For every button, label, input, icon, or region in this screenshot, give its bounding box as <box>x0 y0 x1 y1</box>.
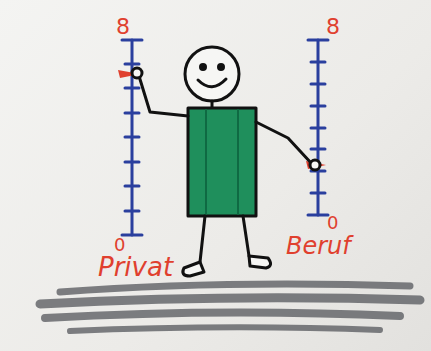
foot <box>249 256 271 268</box>
scale-tick <box>311 192 325 195</box>
scale-tick <box>125 136 139 139</box>
scale-tick <box>125 87 139 90</box>
body-shading <box>237 110 239 214</box>
scale-tick <box>125 210 139 213</box>
hand <box>310 160 320 170</box>
scale-title: Beruf <box>286 234 351 258</box>
shadow-stroke <box>70 327 380 331</box>
scale-tick <box>125 112 139 115</box>
body <box>188 108 256 216</box>
scale-tick <box>122 39 142 42</box>
smile <box>198 79 226 87</box>
left-leg <box>200 216 205 262</box>
hand <box>132 68 142 78</box>
right-arm <box>256 122 312 164</box>
shadow-stroke <box>40 298 420 304</box>
scale-tick <box>125 185 139 188</box>
left-arm <box>139 76 188 116</box>
scale-tick <box>311 83 325 86</box>
scale-title: Privat <box>98 254 173 280</box>
shadow-stroke <box>60 284 410 292</box>
foot <box>183 262 204 276</box>
right-leg <box>243 216 249 256</box>
scale-tick <box>308 214 328 217</box>
scale-value: 0 <box>114 236 125 254</box>
scale-value: 8 <box>116 16 130 38</box>
shadow-stroke <box>45 312 400 318</box>
scale-tick <box>125 63 139 66</box>
scale-value: 8 <box>326 16 340 38</box>
scale-tick <box>311 148 325 151</box>
left-scale <box>122 40 142 235</box>
eye <box>219 65 224 70</box>
head <box>185 47 239 101</box>
scale-tick <box>125 161 139 164</box>
scale-tick <box>311 127 325 130</box>
scale-value: 0 <box>327 214 338 232</box>
body-shading <box>205 110 207 214</box>
floor-shadow <box>40 284 420 331</box>
right-scale <box>308 40 328 215</box>
scale-tick <box>311 105 325 108</box>
scale-tick <box>311 61 325 64</box>
eye <box>201 65 206 70</box>
scale-tick <box>308 39 328 42</box>
